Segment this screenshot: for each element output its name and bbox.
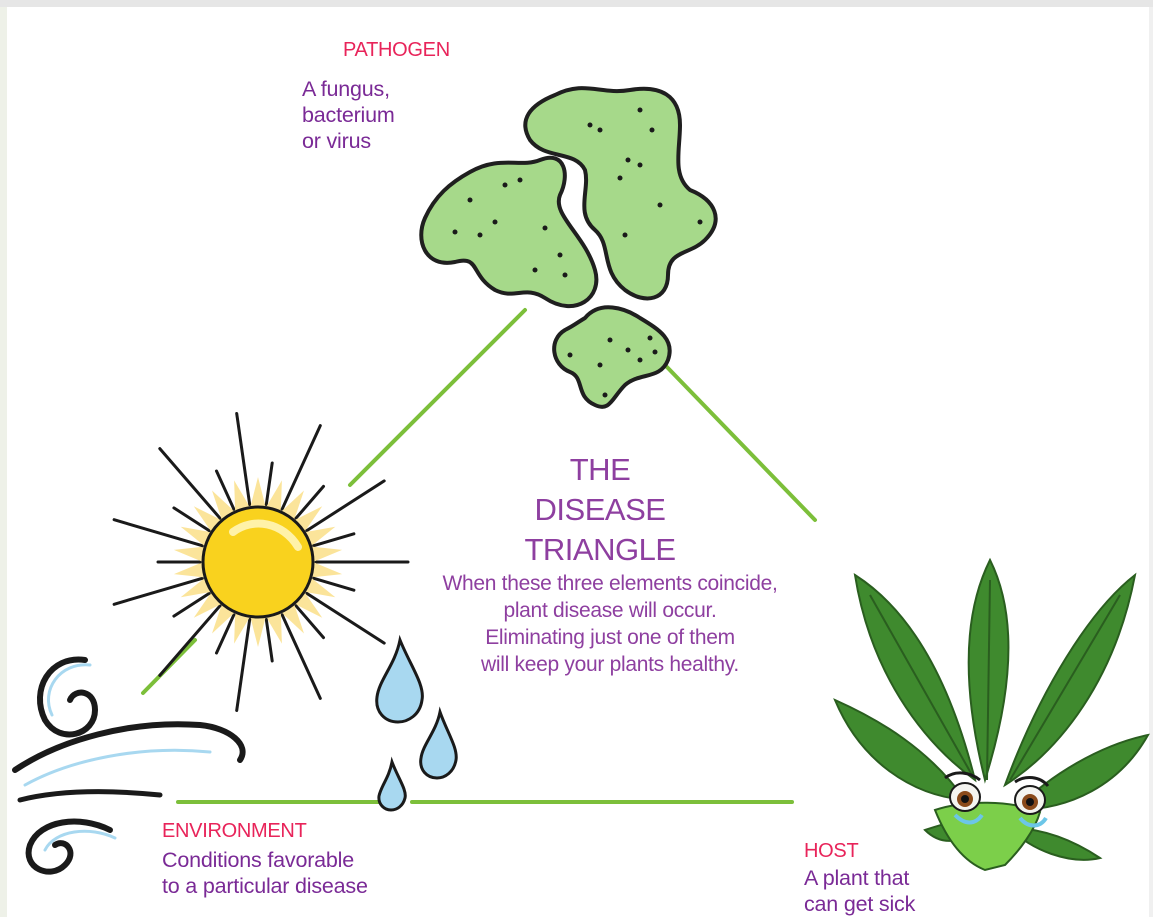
title-line: THE bbox=[470, 450, 730, 490]
sun-glow bbox=[311, 562, 342, 578]
sun-glow bbox=[311, 547, 342, 563]
pathogen-line: or virus bbox=[302, 128, 395, 154]
diagram-explanation: When these three elements coincide, plan… bbox=[390, 570, 830, 678]
host-line: A plant that bbox=[804, 865, 915, 891]
sun-glow bbox=[250, 477, 266, 508]
title-line: DISEASE bbox=[470, 490, 730, 530]
pathogen-line: bacterium bbox=[302, 102, 395, 128]
sun-ray bbox=[307, 593, 384, 643]
pathogen-line: A fungus, bbox=[302, 76, 395, 102]
sun-ray bbox=[160, 606, 220, 676]
title-line: TRIANGLE bbox=[470, 530, 730, 570]
host-heading: HOST bbox=[804, 840, 858, 863]
sun-ray bbox=[307, 481, 384, 531]
sun-icon bbox=[114, 414, 408, 711]
sad-plant-leaf-icon bbox=[835, 560, 1148, 870]
explanation-line: Eliminating just one of them bbox=[390, 624, 830, 651]
environment-description: Conditions favorable to a particular dis… bbox=[162, 847, 368, 899]
explanation-line: plant disease will occur. bbox=[390, 597, 830, 624]
pathogen-cells-icon bbox=[421, 88, 715, 407]
sun-ray bbox=[160, 449, 220, 519]
environment-heading: ENVIRONMENT bbox=[162, 820, 306, 843]
explanation-line: When these three elements coincide, bbox=[390, 570, 830, 597]
sun-glow bbox=[174, 562, 205, 578]
pathogen-description: A fungus, bacterium or virus bbox=[302, 76, 395, 154]
pathogen-heading: PATHOGEN bbox=[343, 39, 450, 62]
sun-glow bbox=[174, 547, 205, 563]
diagram-title: THE DISEASE TRIANGLE bbox=[470, 450, 730, 570]
explanation-line: will keep your plants healthy. bbox=[390, 651, 830, 678]
environment-line: Conditions favorable bbox=[162, 847, 368, 873]
sun-glow bbox=[250, 616, 266, 647]
host-description: A plant that can get sick bbox=[804, 865, 915, 917]
host-line: can get sick bbox=[804, 891, 915, 917]
environment-line: to a particular disease bbox=[162, 873, 368, 899]
